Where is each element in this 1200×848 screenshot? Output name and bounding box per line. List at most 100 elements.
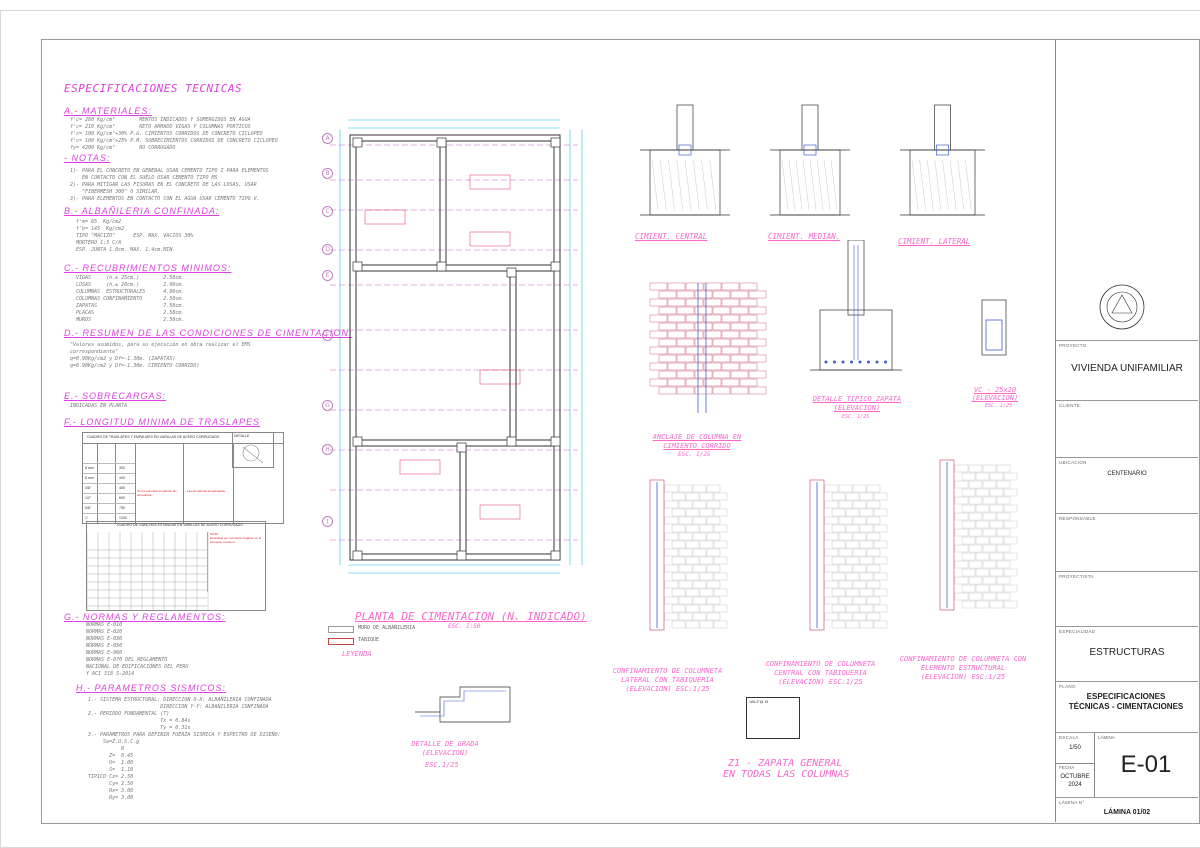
ganchos-table: CUADRO DE GANCHOS ESTANDAR EN VARILLAS D… xyxy=(86,521,266,611)
zapata-detail xyxy=(810,240,902,371)
column-marker xyxy=(506,436,517,447)
axis-label: E xyxy=(322,270,333,281)
axis-label: C xyxy=(322,206,333,217)
spec-line: f'm= 65 Kg/cm2 xyxy=(76,219,122,225)
spec-line: NORMAS E-070 DEL REGLAMENTO xyxy=(86,657,168,663)
spec-line: 2)- PARA MITIGAR LAS FISURAS EN EL CONCR… xyxy=(70,182,257,188)
spec-line: Rx= 3.00 xyxy=(88,788,134,794)
spec-heading-normas: G.- NORMAS Y REGLAMENTOS: xyxy=(64,612,226,622)
spec-line: 3.- PARAMETROS PARA DEFINIR FUERZA SISMI… xyxy=(88,732,281,738)
conf1-title: CONFINAMIENTO DE COLUMNETA LATERAL CON T… xyxy=(612,667,723,693)
spec-line: DIRECCION Y-Y: ALBAÑILERIA CONFINADA xyxy=(88,704,269,710)
spec-line: "Valores asumidos, para su ejecución en … xyxy=(70,342,251,348)
column-marker xyxy=(506,267,517,278)
table-row: 6 mm 300 xyxy=(83,463,135,473)
axis-label: I xyxy=(322,516,333,527)
spec-line: S= 1.10 xyxy=(88,767,134,773)
spec-lines-recubrimientos: VIGAS (h.≤ 25cm.) 2.50cm.LOSAS (h.≤ 20cm… xyxy=(76,275,184,324)
axis-label: B xyxy=(322,168,333,179)
z1-title: Z1 - ZAPATA GENERAL xyxy=(728,758,843,769)
cimiento-sections xyxy=(640,104,985,216)
tb-plano: PLANO ESPECIFICACIONES TÉCNICAS - CIMENT… xyxy=(1056,681,1198,733)
grada-scale: ESC.1/25 xyxy=(425,761,459,769)
column-marker xyxy=(352,550,363,561)
table-cell: 6 mm xyxy=(85,466,94,470)
tb-ubicacion-value: CENTENARIO xyxy=(1107,471,1147,477)
z1-subtitle: EN TODAS LAS COLUMNAS xyxy=(723,769,850,780)
spec-line: Ry= 3.00 xyxy=(88,795,134,801)
conf2-title: CONFINAMIENTO DE COLUMNETA CENTRAL CON T… xyxy=(765,660,876,686)
tb-escala-value: 1/50 xyxy=(1069,745,1081,751)
detalle-box: DETALLE xyxy=(232,432,274,468)
table-cell: 600 xyxy=(119,496,125,500)
spec-line: fy= 4200 Kg/cm² RO CORRUGADO xyxy=(70,145,176,151)
spec-lines-notas: 1)- PARA EL CONCRETO EN GENERAL USAR CEM… xyxy=(70,168,269,203)
z1-box: 1Ø1/2"@.15 xyxy=(746,697,800,739)
logo-seal xyxy=(1099,284,1145,330)
spec-heading-traslapes: F.- LONGITUD MINIMA DE TRASLAPES xyxy=(64,417,261,427)
column-marker xyxy=(352,261,363,272)
spec-line: TIPICO Cx= 2.50 xyxy=(88,774,134,780)
table-cell: 400 xyxy=(119,476,125,480)
spec-line: NORMAS E-060 xyxy=(86,650,123,656)
spec-heading-albanileria: B.- ALBAÑILERIA CONFINADA: xyxy=(64,206,220,216)
spec-line: U= 1.00 xyxy=(88,760,134,766)
tb-proyecto-value: VIVIENDA UNIFAMILIAR xyxy=(1071,363,1183,374)
spec-line: Sa=Z.U.S.C.g xyxy=(88,739,140,745)
z1-note: 1Ø1/2"@.15 xyxy=(749,700,769,704)
table-cell: 750 xyxy=(119,506,125,510)
grada-detail xyxy=(415,686,511,723)
spec-line: R xyxy=(88,746,125,752)
spec-line: NORMAS E-050 xyxy=(86,643,123,649)
tb-lamina-value: E-01 xyxy=(1120,751,1172,778)
spec-line: f'b= 145 Kg/cm2 xyxy=(76,226,125,232)
spec-line: 1.- SISTEMA ESTRUCTURAL: DIRECCION X-X: … xyxy=(88,697,272,703)
spec-lines-materiales: f'c= 280 Kg/cm² MENTOS INDICADOS Y SUMER… xyxy=(70,117,278,152)
spec-lines-sismicos: 1.- SISTEMA ESTRUCTURAL: DIRECCION X-X: … xyxy=(88,697,281,802)
table-cell: 450 xyxy=(119,486,125,490)
anclaje-detail xyxy=(649,282,767,413)
spec-line: 1)- PARA EL CONCRETO EN GENERAL USAR CEM… xyxy=(70,168,269,174)
tb-fecha-value: OCTUBRE 2024 xyxy=(1060,774,1090,788)
spec-line: Cy= 2.50 xyxy=(88,781,134,787)
spec-lines-sobrecargas: INDICADAS EN PLANTA xyxy=(70,403,127,410)
legend-title: LEYENDA xyxy=(342,650,372,658)
table-cell: 8 mm xyxy=(85,476,94,480)
legend-item-tabique: TABIQUE xyxy=(358,637,380,643)
spec-line: NORMAS E-010 xyxy=(86,622,123,628)
table-cell: 300 xyxy=(119,466,125,470)
anclaje-scale: ESC. 1/25 xyxy=(678,451,711,458)
column-marker xyxy=(436,261,447,272)
table-cell: 1200 xyxy=(119,516,127,520)
tb-lamina-n: LÁMINA N° LÁMINA 01/02 xyxy=(1056,797,1198,823)
spec-line: PLACAS 2.50cm. xyxy=(76,310,185,316)
column-marker xyxy=(352,436,363,447)
tb-plano-value: ESPECIFICACIONES TÉCNICAS - CIMENTACIONE… xyxy=(1068,692,1184,711)
spec-heading-cimentacion: D.- RESUMEN DE LAS CONDICIONES DE CIMENT… xyxy=(64,328,353,338)
spec-line: f'c= 100 Kg/cm²+25% P.M. SOBRECIMIENTOS … xyxy=(70,138,278,144)
spec-line: f'c= 280 Kg/cm² MENTOS INDICADOS Y SUMER… xyxy=(70,117,251,123)
spec-line: MUROS 2.50cm. xyxy=(76,317,185,323)
table-row: 5/8" 750 xyxy=(83,503,135,513)
axis-label: G xyxy=(322,400,333,411)
table-cell: 1" xyxy=(85,516,89,520)
spec-line: NACIONAL DE EDIFICACIONES DEL PERU xyxy=(86,664,189,670)
cim-central-title: CIMIENT. CENTRAL xyxy=(635,232,708,241)
spec-line: ESP. JUNTA 1.0cm. MAX. 1.4cm.MIN xyxy=(76,247,173,253)
anclaje-title: ANCLAJE DE COLUMNA EN CIMIENTO CORRIDO xyxy=(652,433,742,450)
spec-line: Y ACI 318 S-2014 xyxy=(86,671,135,677)
traslape-table: CUADRO DE TRASLAPES Y EMPALMES EN VARILL… xyxy=(82,432,284,524)
tb-especialidad-value: ESTRUCTURAS xyxy=(1089,647,1165,658)
plan-scale: ESC. 1:50 xyxy=(448,623,481,630)
vc-detail xyxy=(981,299,1007,356)
tb-ubicacion: UBICACION CENTENARIO xyxy=(1056,457,1198,514)
spec-line: MORTERO 1:3 C/A xyxy=(76,240,122,246)
table-cell: 5/8" xyxy=(85,506,92,510)
cim-medianero-title: CIMIENT. MEDIAN. xyxy=(768,232,841,241)
spec-line: f'c= 100 Kg/cm²+30% P.G. CIMIENTOS CORRI… xyxy=(70,131,263,137)
grada-title: DETALLE DE GRADA (ELEVACION) xyxy=(411,740,479,757)
column-marker xyxy=(550,550,561,561)
vc-scale: ESC. 1/25 xyxy=(985,403,1013,409)
traslape-table-title: CUADRO DE TRASLAPES Y EMPALMES EN VARILL… xyxy=(87,435,220,439)
